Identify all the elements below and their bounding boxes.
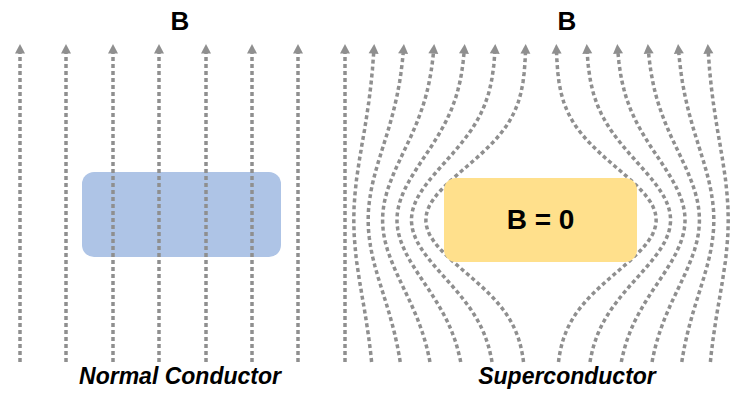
panel-caption: Superconductor [478, 363, 656, 390]
arrow-head [428, 44, 438, 54]
arrow-head [61, 44, 71, 54]
field-symbol: B [171, 6, 190, 37]
field-line [679, 50, 714, 362]
field-line [368, 50, 403, 362]
arrow-head [644, 44, 654, 54]
arrow-head [369, 44, 379, 54]
arrow-head [247, 44, 257, 54]
arrow-head [552, 44, 562, 54]
field-line [157, 50, 161, 362]
field-line [296, 50, 300, 362]
arrow-head [201, 44, 211, 54]
field-line [111, 50, 115, 362]
field-line [383, 50, 434, 362]
arrow-head [459, 44, 469, 54]
arrow-head [108, 44, 118, 54]
field-line [354, 50, 374, 362]
arrow-head [154, 44, 164, 54]
arrow-head [398, 44, 408, 54]
arrow-head [490, 44, 500, 54]
field-symbol: B [558, 6, 577, 37]
block-label: B = 0 [507, 204, 575, 236]
arrow-head [582, 44, 592, 54]
arrow-head [520, 44, 530, 54]
field-line [250, 50, 254, 362]
panel-caption: Normal Conductor [79, 363, 281, 390]
field-line [708, 50, 728, 362]
arrow-head [703, 44, 713, 54]
field-line [18, 50, 22, 362]
arrow-head [15, 44, 25, 54]
superconductor-block: B = 0 [444, 178, 637, 262]
field-line [648, 50, 699, 362]
field-line [204, 50, 208, 362]
arrow-head [293, 44, 303, 54]
field-line [343, 50, 347, 362]
arrow-head [340, 44, 350, 54]
arrow-head [613, 44, 623, 54]
arrow-head [674, 44, 684, 54]
field-line [64, 50, 68, 362]
